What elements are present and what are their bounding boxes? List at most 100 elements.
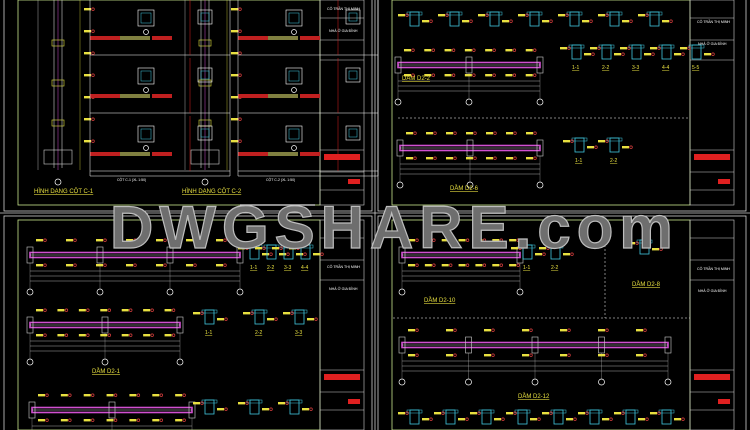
rebar-tag xyxy=(84,8,91,11)
rebar-tag xyxy=(464,74,472,77)
rebar-marker xyxy=(449,263,453,267)
rebar-tag xyxy=(231,30,238,33)
rebar-marker xyxy=(516,263,520,267)
slab-flange xyxy=(519,244,536,249)
slab-flange xyxy=(291,309,308,314)
rebar-marker xyxy=(643,328,647,332)
rebar-marker xyxy=(512,73,517,77)
table-cell xyxy=(120,152,150,156)
rebar-tag xyxy=(217,408,224,411)
rebar-tag xyxy=(84,118,91,121)
rebar-tag xyxy=(464,49,472,52)
slab-flange xyxy=(526,11,543,16)
rebar-marker xyxy=(91,418,95,422)
sheet-border xyxy=(3,215,373,430)
rebar-marker xyxy=(431,73,435,77)
rebar-tag xyxy=(143,334,151,337)
owner-name: CÔ TRẦN THỊ MINH xyxy=(697,266,730,271)
rebar-tag xyxy=(628,242,635,245)
section-label: 1-1 xyxy=(575,158,582,164)
rebar-tag xyxy=(36,264,43,267)
rebar-tag xyxy=(602,418,609,421)
rebar-marker xyxy=(431,48,435,52)
rebar-tag xyxy=(638,418,645,421)
slab-flange xyxy=(263,244,280,249)
rebar-marker xyxy=(597,46,601,50)
rebar-marker xyxy=(238,51,242,55)
rebar-marker xyxy=(413,156,417,160)
rebar-marker xyxy=(499,263,503,267)
rebar-marker xyxy=(627,46,631,50)
rebar-tag xyxy=(121,309,129,312)
rebar-tag xyxy=(638,14,645,17)
rebar-marker xyxy=(250,311,254,315)
rebar-marker xyxy=(549,19,553,23)
slab-flange xyxy=(514,409,531,414)
rebar-tag xyxy=(296,253,303,256)
grid-axis-bubble xyxy=(465,378,472,386)
title-block xyxy=(319,219,365,430)
rebar-marker xyxy=(113,393,118,397)
table-cell-red xyxy=(90,36,120,40)
rebar-tag xyxy=(506,412,513,415)
rebar-tag xyxy=(622,146,629,149)
rebar-tag xyxy=(100,309,108,312)
rebar-tag xyxy=(84,74,91,77)
rebar-tag xyxy=(156,239,163,242)
rebar-tag xyxy=(126,264,133,267)
rebar-marker xyxy=(512,48,517,52)
drawing-title: DẦM D2-10 xyxy=(424,297,456,304)
rebar-tag xyxy=(598,329,605,332)
slab-flange xyxy=(658,409,675,414)
column-section xyxy=(197,67,213,83)
slab-flange xyxy=(636,239,653,244)
rebar-marker xyxy=(279,246,283,250)
section-label: 1-1 xyxy=(523,265,530,271)
rebar-tag xyxy=(84,30,91,33)
sheet-number-text xyxy=(718,179,730,184)
rebar-marker xyxy=(529,328,533,332)
rebar-tag xyxy=(511,247,518,250)
column-rebar-cage xyxy=(140,12,152,24)
column-rebar-cage xyxy=(288,128,300,140)
rebar-tag xyxy=(164,334,172,337)
rebar-tag xyxy=(522,354,529,357)
rebar-tag xyxy=(650,47,657,50)
slab-flange xyxy=(586,409,603,414)
rebar-marker xyxy=(86,333,90,337)
project-name: NHÀ Ở GIA ĐÌNH xyxy=(329,28,358,33)
rebar-marker xyxy=(605,328,609,332)
rebar-tag xyxy=(424,239,432,242)
grid-axis-bubble xyxy=(466,181,474,189)
project-name: NHÀ Ở GIA ĐÌNH xyxy=(698,288,727,293)
rebar-tag xyxy=(506,157,513,160)
rebar-tag xyxy=(398,14,405,17)
rebar-tag xyxy=(486,157,493,160)
rebar-tag xyxy=(231,140,238,143)
slab-flange xyxy=(606,137,623,142)
rebar-tag xyxy=(267,318,274,321)
rebar-tag xyxy=(175,419,183,422)
rebar-tag xyxy=(262,253,269,256)
section-label: 1-1 xyxy=(205,330,212,336)
grid-axis-bubble xyxy=(143,145,149,151)
drawing-title: HÌNH DẠNG CỘT C-2 xyxy=(182,188,242,195)
slab-flange xyxy=(688,44,705,49)
rebar-marker xyxy=(91,29,95,33)
section-label: 2-2 xyxy=(551,265,558,271)
grid-axis-bubble xyxy=(176,358,184,366)
slab-flange xyxy=(406,11,423,16)
column-section xyxy=(345,67,361,83)
rebar-marker xyxy=(533,131,537,135)
rebar-marker xyxy=(269,407,273,411)
slab-flange xyxy=(568,44,585,49)
slab-flange xyxy=(478,409,495,414)
rebar-tag xyxy=(470,412,477,415)
rebar-tag xyxy=(193,402,200,405)
rebar-tag xyxy=(582,20,589,23)
rebar-tag xyxy=(60,419,68,422)
rebar-marker xyxy=(433,131,437,135)
rebar-tag xyxy=(193,312,200,315)
rebar-tag xyxy=(60,394,68,397)
rebar-marker xyxy=(91,117,95,121)
